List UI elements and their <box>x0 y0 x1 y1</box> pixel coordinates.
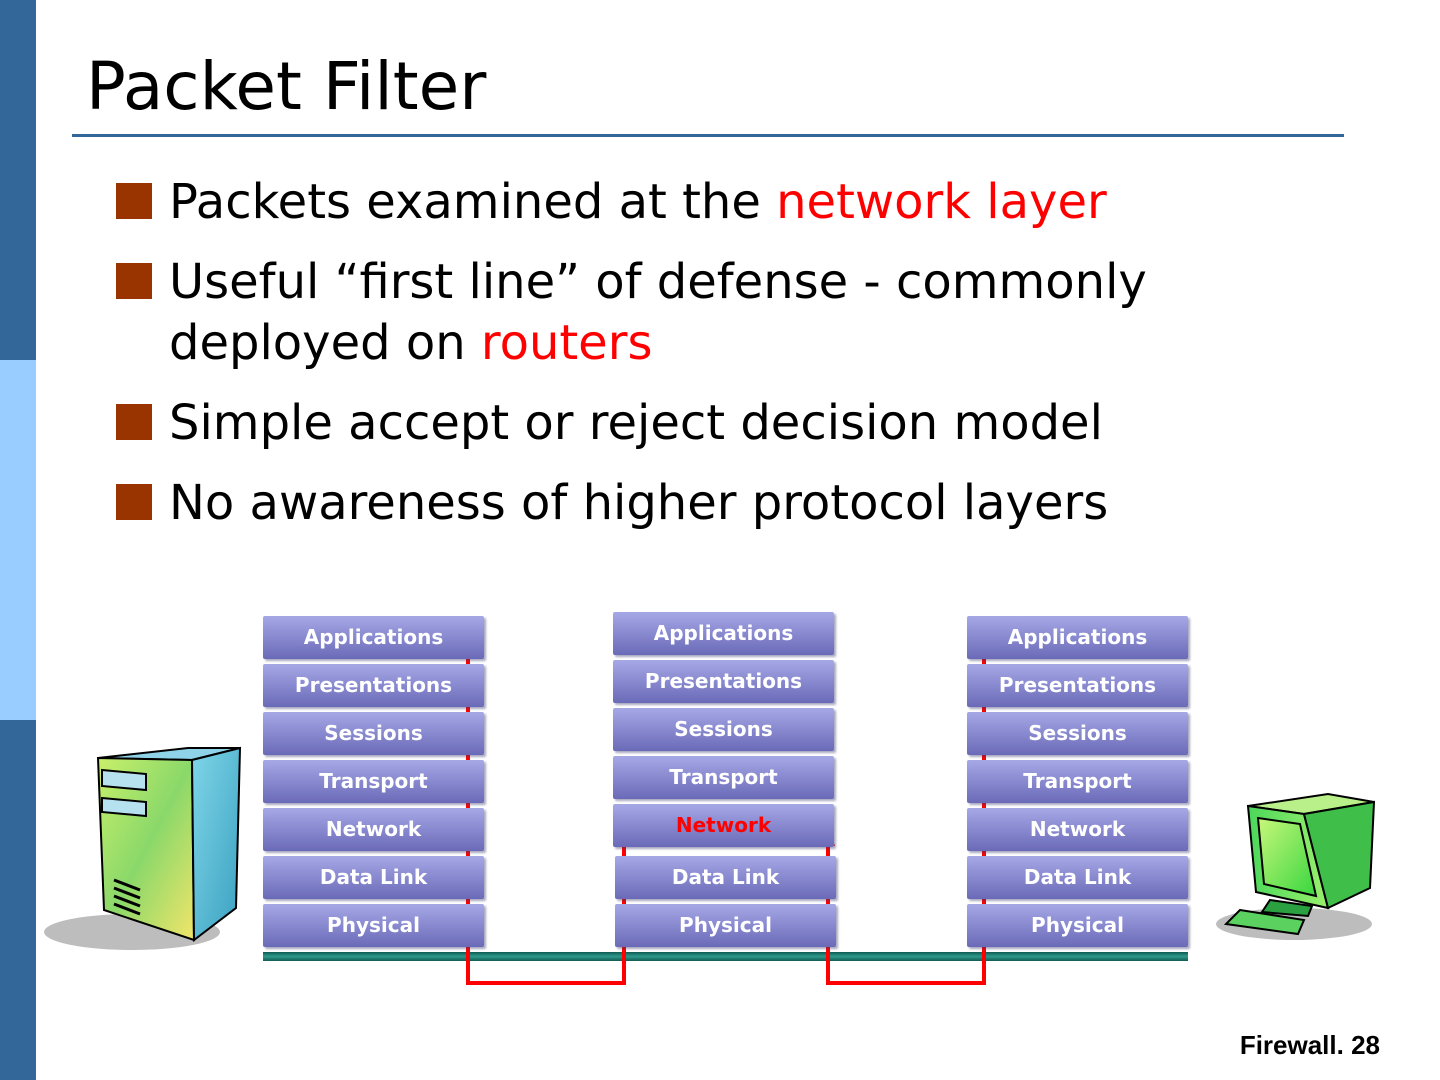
desktop-computer-icon <box>1216 792 1376 940</box>
side-bar <box>0 0 36 1080</box>
bullet-item: Packets examined at the network layer <box>116 172 1376 233</box>
bullet-text: No awareness of higher protocol layers <box>169 475 1109 531</box>
layer-data-link: Data Link <box>263 856 484 899</box>
path-right-segment <box>826 636 986 985</box>
layer-presentations: Presentations <box>613 660 834 703</box>
side-bar-middle <box>0 360 36 720</box>
layer-network-highlighted: Network <box>613 804 834 847</box>
layer-presentations: Presentations <box>967 664 1188 707</box>
slide-title: Packet Filter <box>86 48 487 125</box>
bullet-item: No awareness of higher protocol layers <box>116 473 1376 534</box>
bullet-highlight: network layer <box>776 174 1107 230</box>
bullet-item: Simple accept or reject decision model <box>116 393 1376 454</box>
layer-presentations: Presentations <box>263 664 484 707</box>
layer-sessions: Sessions <box>263 712 484 755</box>
bullet-text: Useful “first line” of defense - commonl… <box>169 254 1147 371</box>
server-tower-icon <box>44 746 242 950</box>
layer-transport: Transport <box>613 756 834 799</box>
side-bar-bottom <box>0 720 36 1080</box>
path-left-segment <box>466 650 626 985</box>
bullet-highlight: routers <box>480 315 653 371</box>
bullet-list: Packets examined at the network layer Us… <box>116 172 1376 553</box>
bullet-item: Useful “first line” of defense - commonl… <box>116 252 1376 374</box>
layer-data-link: Data Link <box>967 856 1188 899</box>
layer-network: Network <box>263 808 484 851</box>
layer-physical: Physical <box>615 904 836 947</box>
layer-sessions: Sessions <box>967 712 1188 755</box>
bullet-marker <box>116 484 152 520</box>
side-bar-top <box>0 0 36 360</box>
bullet-marker <box>116 263 152 299</box>
layer-applications: Applications <box>613 612 834 655</box>
bullet-marker <box>116 183 152 219</box>
bullet-text: Packets examined at the <box>169 174 777 230</box>
slide-footer: Firewall. 28 <box>1239 1030 1380 1060</box>
bullet-text: Simple accept or reject decision model <box>169 395 1103 451</box>
layer-transport: Transport <box>263 760 484 803</box>
layer-transport: Transport <box>967 760 1188 803</box>
layer-applications: Applications <box>263 616 484 659</box>
layer-network: Network <box>967 808 1188 851</box>
layer-physical: Physical <box>967 904 1188 947</box>
layer-applications: Applications <box>967 616 1188 659</box>
layer-physical: Physical <box>263 904 484 947</box>
title-rule <box>72 134 1344 137</box>
bullet-marker <box>116 404 152 440</box>
network-bus <box>263 952 1188 961</box>
layer-sessions: Sessions <box>613 708 834 751</box>
layer-data-link: Data Link <box>615 856 836 899</box>
